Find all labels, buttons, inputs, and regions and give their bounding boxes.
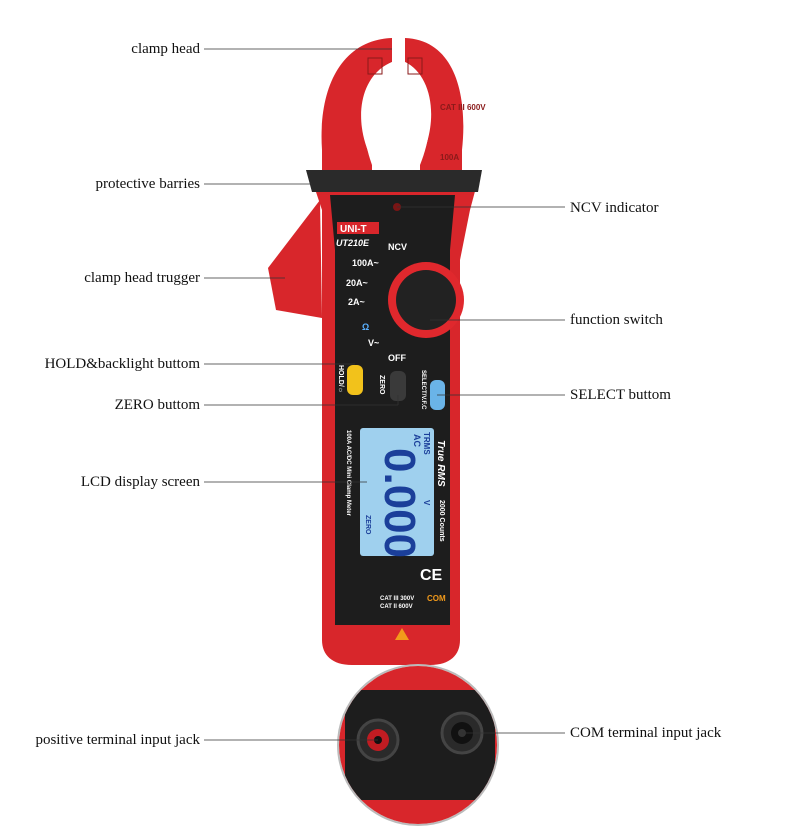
function-switch[interactable] xyxy=(396,270,456,330)
label-positive-jack: positive terminal input jack xyxy=(35,732,200,748)
leader-lines xyxy=(204,48,565,741)
label-function-switch: function switch xyxy=(570,312,663,328)
com-label: COM xyxy=(427,594,446,603)
protective-barrier xyxy=(306,170,482,192)
dial-2a: 2A~ xyxy=(348,297,365,307)
lcd-unit: V xyxy=(422,500,431,506)
lcd-reading: 0.000 xyxy=(375,448,424,558)
counts: 2000 Counts xyxy=(438,500,445,542)
dial-ohm: Ω xyxy=(362,322,369,332)
model-name: UT210E xyxy=(336,238,370,248)
label-zero: ZERO buttom xyxy=(114,397,200,413)
cat-rating-2: CAT II 600V xyxy=(380,604,413,610)
ce-mark: CE xyxy=(420,567,443,584)
label-ncv: NCV indicator xyxy=(570,200,659,216)
zero-label: ZERO xyxy=(378,375,385,395)
true-rms: True RMS xyxy=(435,440,446,487)
jaw-rating: 100A xyxy=(440,153,459,162)
jaw-cat: CAT III 600V xyxy=(440,103,486,112)
zero-button[interactable] xyxy=(390,371,406,401)
brand-logo: UNI-T xyxy=(340,224,367,235)
warning-icon xyxy=(395,628,409,640)
cat-rating-1: CAT III 300V xyxy=(380,596,414,602)
label-protective-barries: protective barries xyxy=(95,176,200,192)
dial-ncv: NCV xyxy=(388,242,407,252)
label-lcd: LCD display screen xyxy=(80,474,200,490)
lcd-zero: ZERO xyxy=(364,515,371,535)
lcd-ac: AC xyxy=(412,434,422,447)
side-text: 100A AC/DC Mini Clamp Meter xyxy=(345,430,351,517)
label-hold-backlight: HOLD&backlight buttom xyxy=(44,356,200,372)
dial-100a: 100A~ xyxy=(352,258,379,268)
terminal-inset xyxy=(337,664,499,826)
lcd-screen xyxy=(360,428,434,556)
select-label: SELECT/V.F.C xyxy=(420,370,426,410)
label-select: SELECT buttom xyxy=(570,387,671,403)
clamp-head: CAT III 600V 100A xyxy=(321,38,486,185)
label-clamp-head-trugger: clamp head trugger xyxy=(84,270,200,286)
dial-off: OFF xyxy=(388,353,406,363)
dial-20a: 20A~ xyxy=(346,278,368,288)
label-clamp-head: clamp head xyxy=(131,41,200,57)
hold-label: HOLD/☼ xyxy=(337,365,344,393)
dial-volt: V~ xyxy=(368,338,379,348)
lcd-trms: TRMS xyxy=(422,432,431,455)
clamp-trigger[interactable] xyxy=(268,200,322,318)
label-com-jack: COM terminal input jack xyxy=(570,725,722,741)
hold-button[interactable] xyxy=(347,365,363,395)
